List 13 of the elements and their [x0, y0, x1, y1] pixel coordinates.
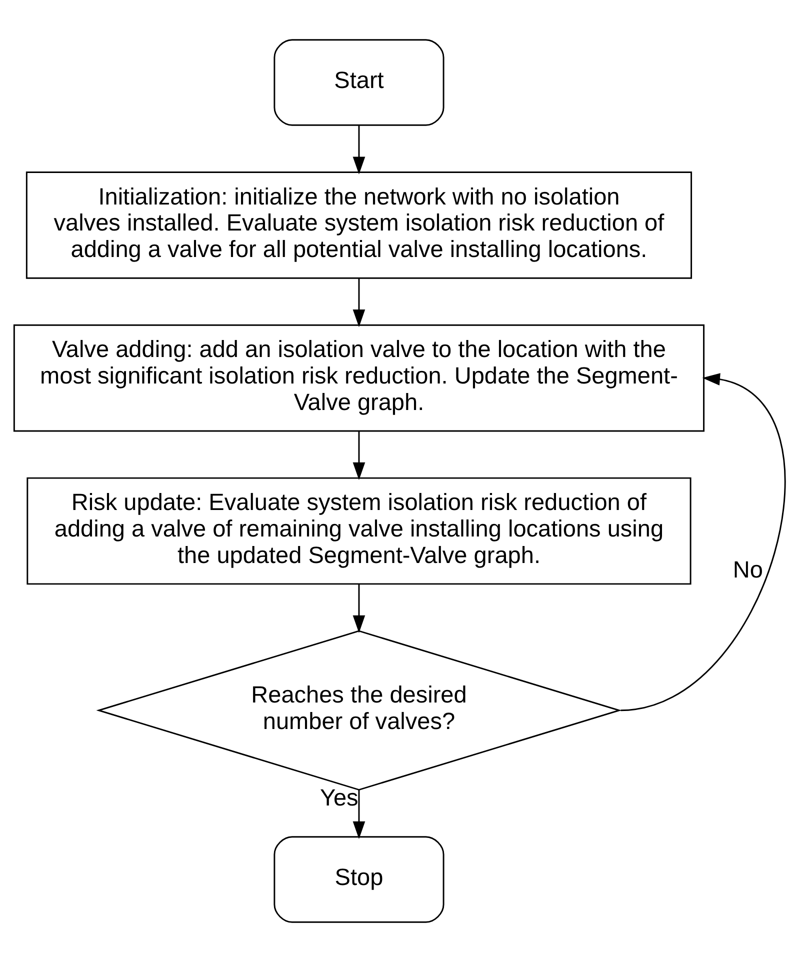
arrow — [352, 790, 366, 839]
arrow — [352, 583, 366, 632]
node-box: Valve adding: add an isolation valve to the location with the most significant isolation risk reduction. Update the Segment-Valve graph. — [13, 324, 705, 432]
arrow — [620, 372, 786, 711]
node-diamond: Reaches the desired number of valves? — [96, 630, 622, 790]
node-box: Initialization: initialize the network with no isolation valves installed. Evaluate system isolation risk reduction of adding a valve for all potential valve installing locations. — [26, 170, 692, 278]
edge-label: No — [732, 556, 763, 582]
arrow — [352, 278, 366, 327]
arrow — [352, 430, 366, 480]
node-box: Start — [274, 38, 444, 126]
node-box: Stop — [274, 836, 444, 922]
arrow — [352, 125, 366, 174]
node-box: Risk update: Evaluate system isolation risk reduction of adding a valve of remaining valve installing locations using the updated Segment-Valve graph. — [26, 476, 692, 584]
